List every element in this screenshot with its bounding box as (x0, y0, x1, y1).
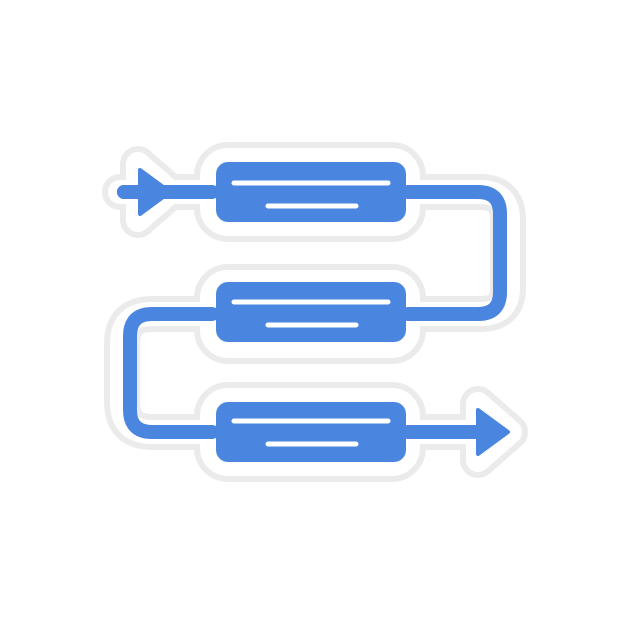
start-arrow-icon (138, 168, 172, 216)
start-dot (117, 185, 131, 199)
step-box-2 (216, 282, 406, 342)
connector-right-loop (401, 185, 507, 321)
step-box-1 (216, 162, 406, 222)
connector-left-loop (123, 307, 219, 439)
step-box-3 (216, 402, 406, 462)
end-arrow-icon (476, 408, 510, 456)
